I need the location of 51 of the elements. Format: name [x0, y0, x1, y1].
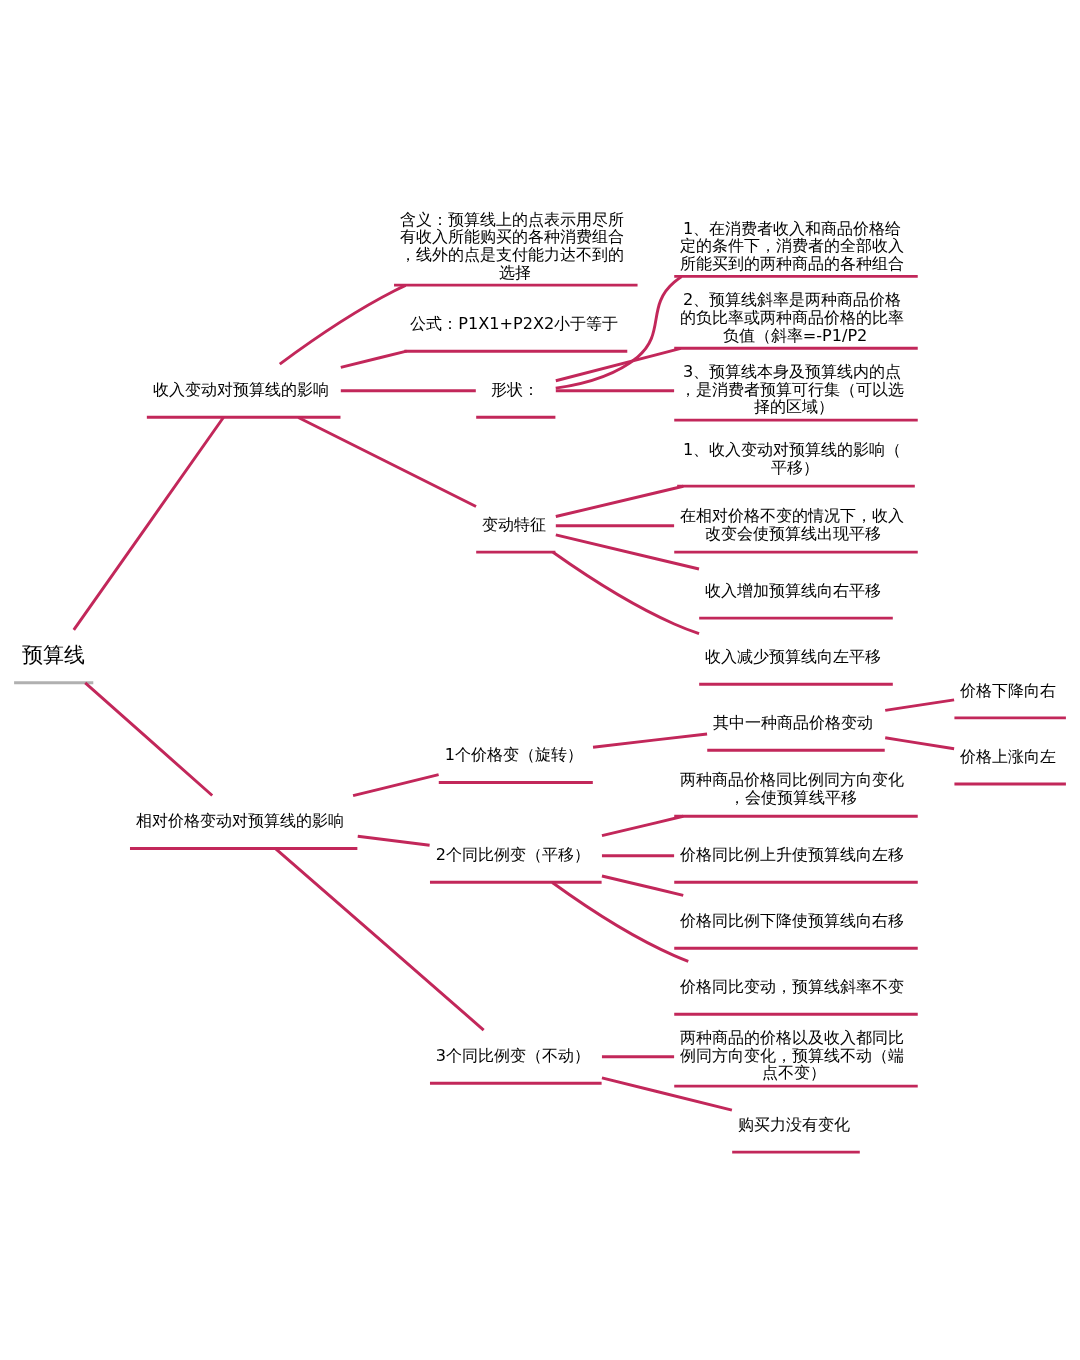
node-text: 2、预算线斜率是两种商品价格的负比率或两种商品价格的比率负值（斜率=-P1/P2: [680, 289, 905, 345]
connector: [592, 732, 708, 749]
connector: [352, 772, 439, 797]
node-text: 其中一种商品价格变动: [713, 712, 874, 732]
node-text: 收入增加预算线向右平移: [705, 580, 882, 600]
connector: [601, 1075, 733, 1112]
node-text: 价格下降向右: [960, 680, 1057, 700]
node-text: 两种商品的价格以及收入都同比例同方向变化，预算线不动（端点不变）: [680, 1027, 905, 1082]
connector: [297, 415, 477, 508]
connector: [555, 274, 683, 390]
connector: [72, 416, 225, 631]
connector: [274, 846, 485, 1031]
node-text: 收入变动对预算线的影响: [152, 379, 329, 399]
node-text: 含义：预算线上的点表示用尽所有收入所能购买的各种消费组合，线外的点是支付能力达不到的选择: [399, 209, 624, 282]
node-text: 价格同比变动，预算线斜率不变: [680, 976, 905, 996]
node-text: 价格同比例下降使预算线向右移: [680, 910, 905, 930]
connector: [601, 814, 684, 837]
connector: [278, 283, 407, 365]
connector: [885, 697, 955, 712]
connector: [555, 523, 675, 527]
node-text: 3、预算线本身及预算线内的点，是消费者预算可行集（可以选择的区域）: [680, 361, 905, 416]
node-text: 公式：P1X1+P2X2小于等于: [410, 313, 619, 333]
node-text: 购买力没有变化: [738, 1114, 851, 1134]
node-text: 变动特征: [482, 514, 547, 534]
connector: [601, 1054, 675, 1058]
node-text: 1、收入变动对预算线的影响（平移）: [683, 439, 902, 477]
connector: [84, 681, 214, 797]
node-text: 相对价格变动对预算线的影响: [135, 810, 344, 830]
connector: [357, 834, 430, 847]
node-text: 3个同比例变（不动）: [435, 1045, 591, 1065]
node-text: 在相对价格不变的情况下，收入改变会使预算线出现平移: [680, 505, 905, 543]
connector: [555, 484, 684, 518]
connector: [552, 550, 700, 635]
node-text: 价格上涨向左: [960, 746, 1057, 766]
connector: [601, 853, 675, 857]
node-text: 形状：: [490, 379, 539, 399]
connector: [601, 874, 684, 897]
connector: [555, 346, 682, 382]
connector: [340, 388, 476, 392]
connector: [884, 735, 955, 750]
node-text: 2个同比例变（平移）: [435, 844, 591, 864]
connector: [555, 533, 700, 570]
node-text: 价格同比例上升使预算线向左移: [680, 844, 905, 864]
node-text: 收入减少预算线向左平移: [705, 646, 882, 666]
node-text: 1、在消费者收入和商品价格给定的条件下，消费者的全部收入所能买到的两种商品的各种组合: [680, 218, 905, 273]
node-text: 两种商品价格同比例同方向变化，会使预算线平移: [680, 769, 905, 807]
connector: [551, 880, 689, 963]
node-text: 预算线: [22, 642, 86, 667]
connector: [340, 349, 407, 369]
connector: [555, 388, 675, 392]
node-text: 1个价格变（旋转）: [444, 744, 583, 764]
